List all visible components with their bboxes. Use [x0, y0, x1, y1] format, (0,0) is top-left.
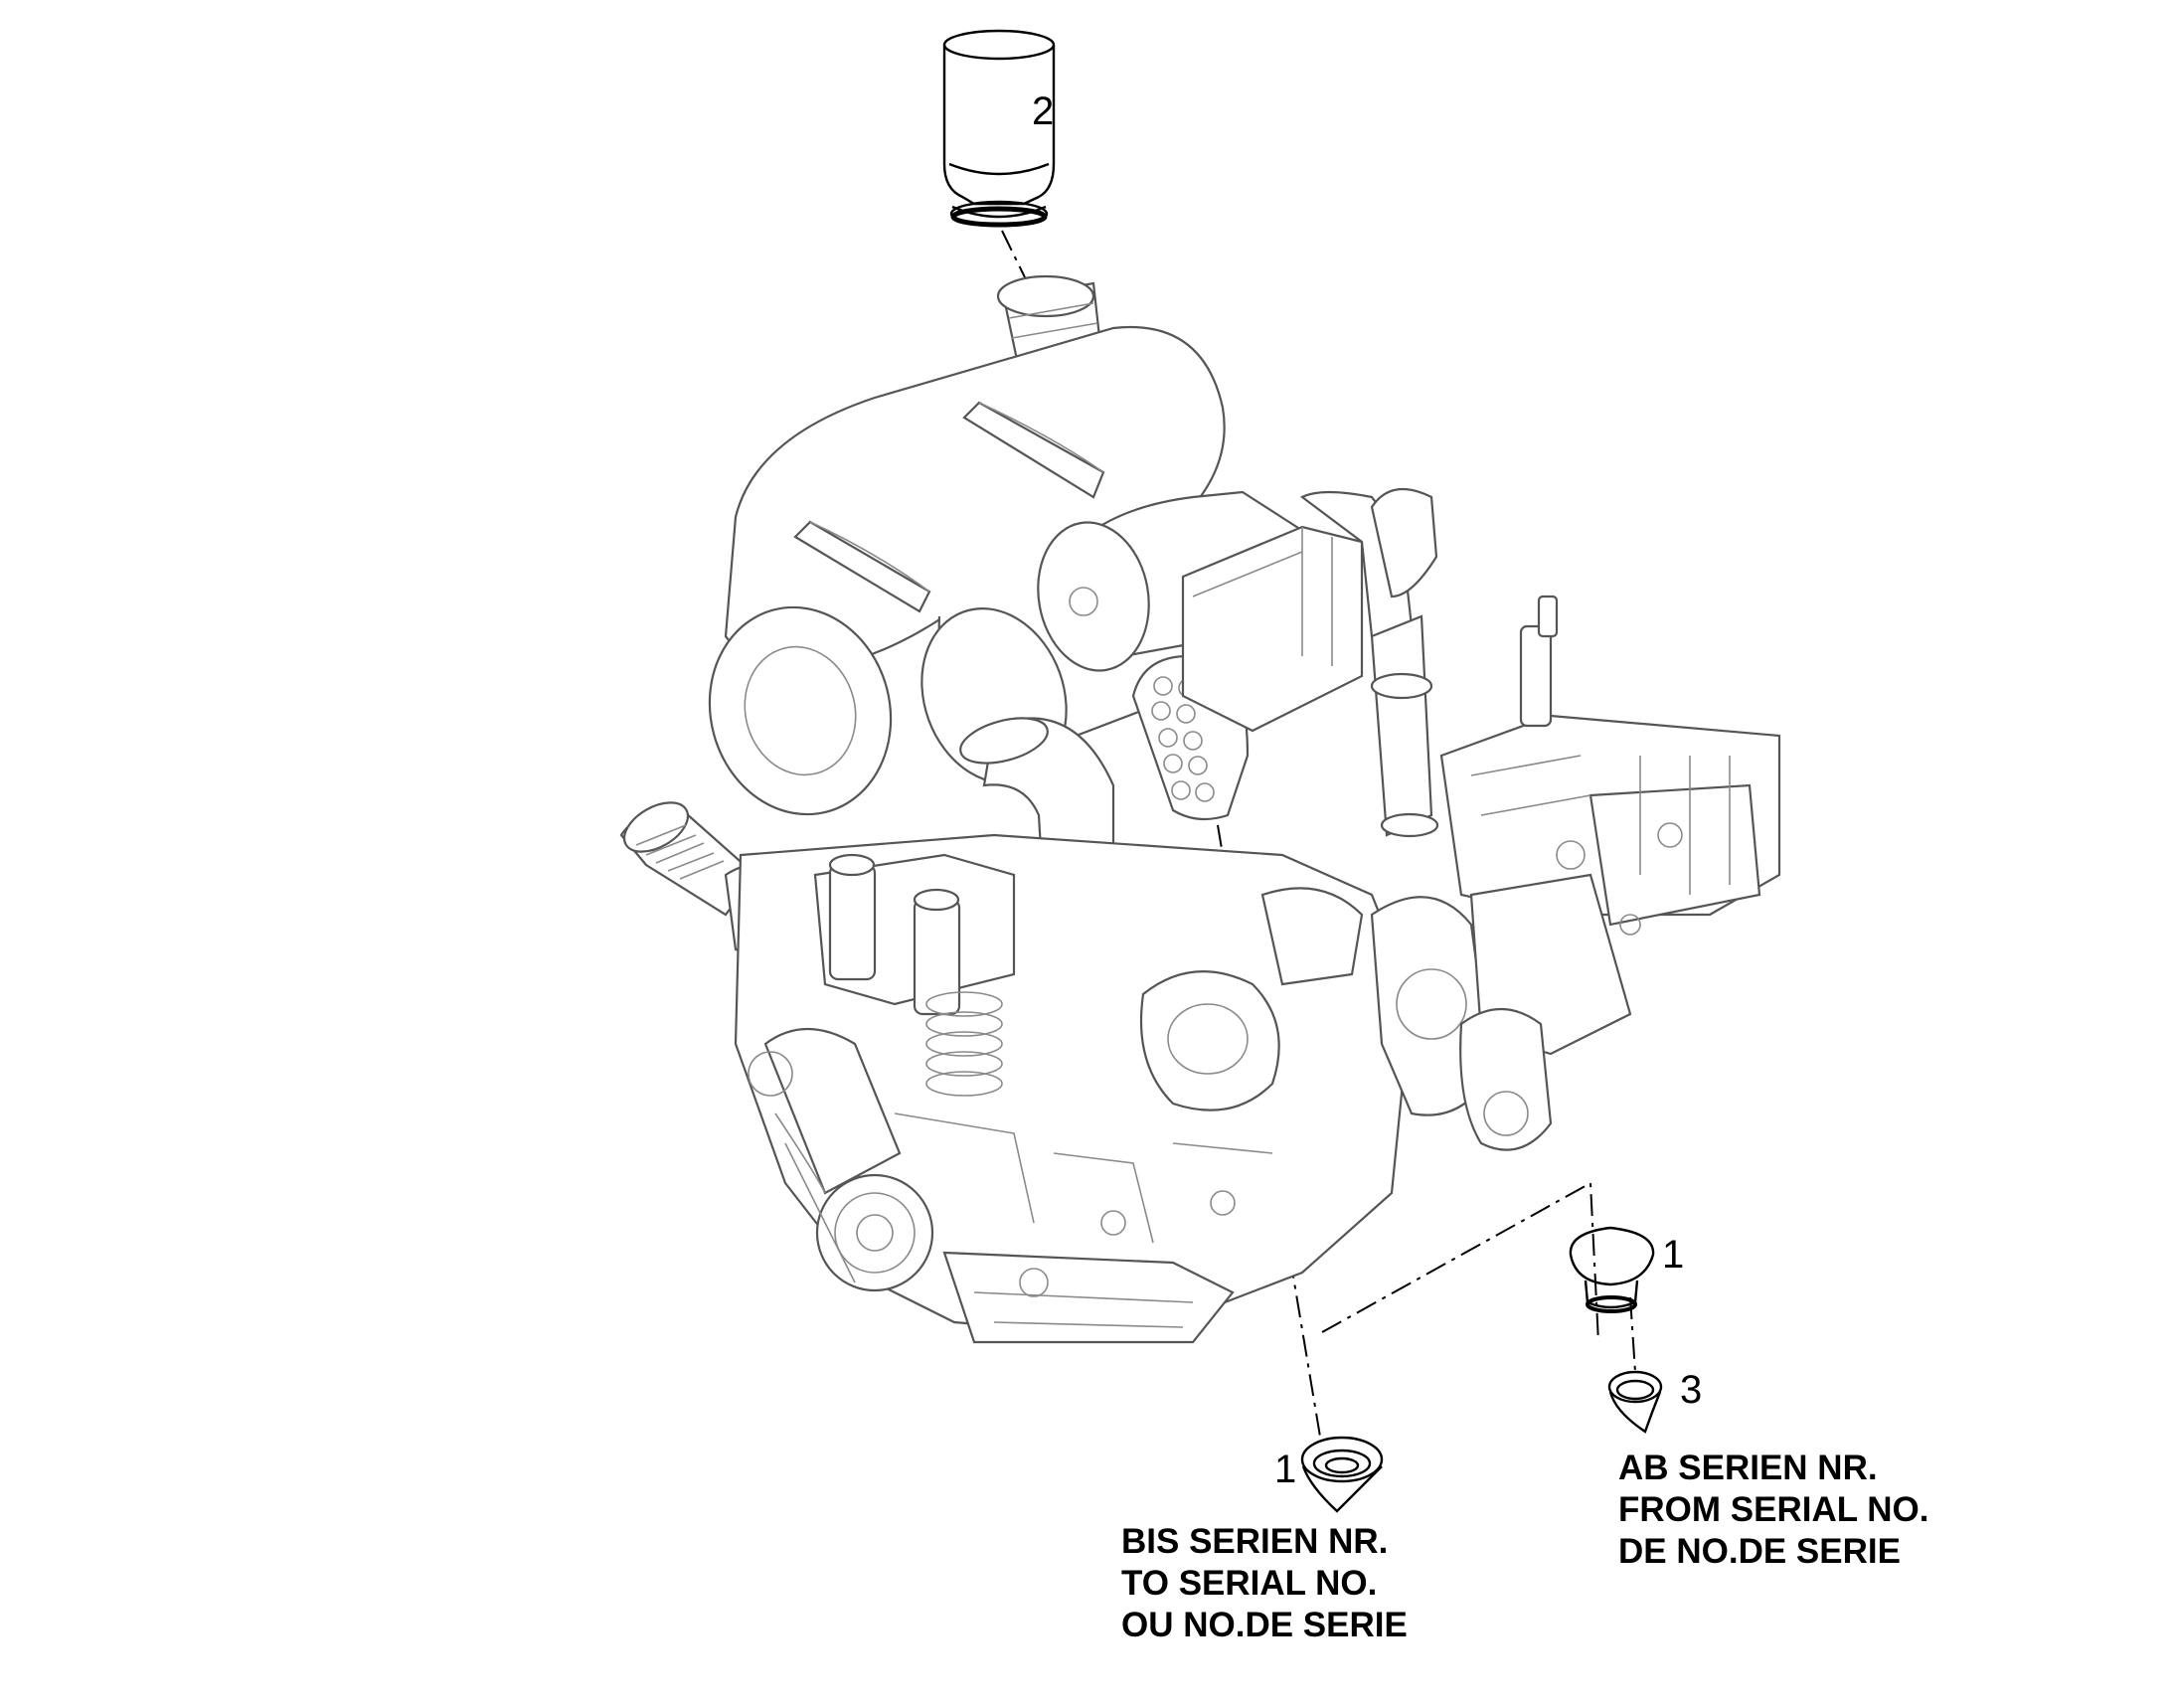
note-from-serial: AB SERIEN NR. FROM SERIAL NO. DE NO.DE S…: [1618, 1448, 1928, 1573]
engine-assembly: [619, 274, 1781, 1344]
note-from-serial-line: AB SERIEN NR.: [1618, 1449, 1878, 1487]
cap-part-lower: [1300, 1436, 1384, 1513]
callout-2: 2: [1032, 89, 1055, 133]
callout-1-upper: 1: [1662, 1233, 1685, 1277]
note-to-serial-line: OU NO.DE SERIE: [1121, 1606, 1408, 1644]
cap-part-upper: [1569, 1226, 1655, 1313]
adapter-part-lower: [1607, 1370, 1663, 1434]
callout-1-lower: 1: [1274, 1448, 1297, 1491]
note-from-serial-line: DE NO.DE SERIE: [1618, 1532, 1901, 1571]
note-to-serial: BIS SERIEN NR. TO SERIAL NO. OU NO.DE SE…: [1121, 1521, 1408, 1646]
note-to-serial-line: BIS SERIEN NR.: [1121, 1522, 1389, 1561]
note-from-serial-line: FROM SERIAL NO.: [1618, 1490, 1929, 1529]
leader-line-top: [1001, 230, 1045, 317]
callout-3: 3: [1680, 1368, 1703, 1412]
note-to-serial-line: TO SERIAL NO.: [1121, 1564, 1378, 1603]
leader-line-bracket: [1321, 1181, 1599, 1343]
exhaust-pipe-part: [942, 29, 1056, 228]
